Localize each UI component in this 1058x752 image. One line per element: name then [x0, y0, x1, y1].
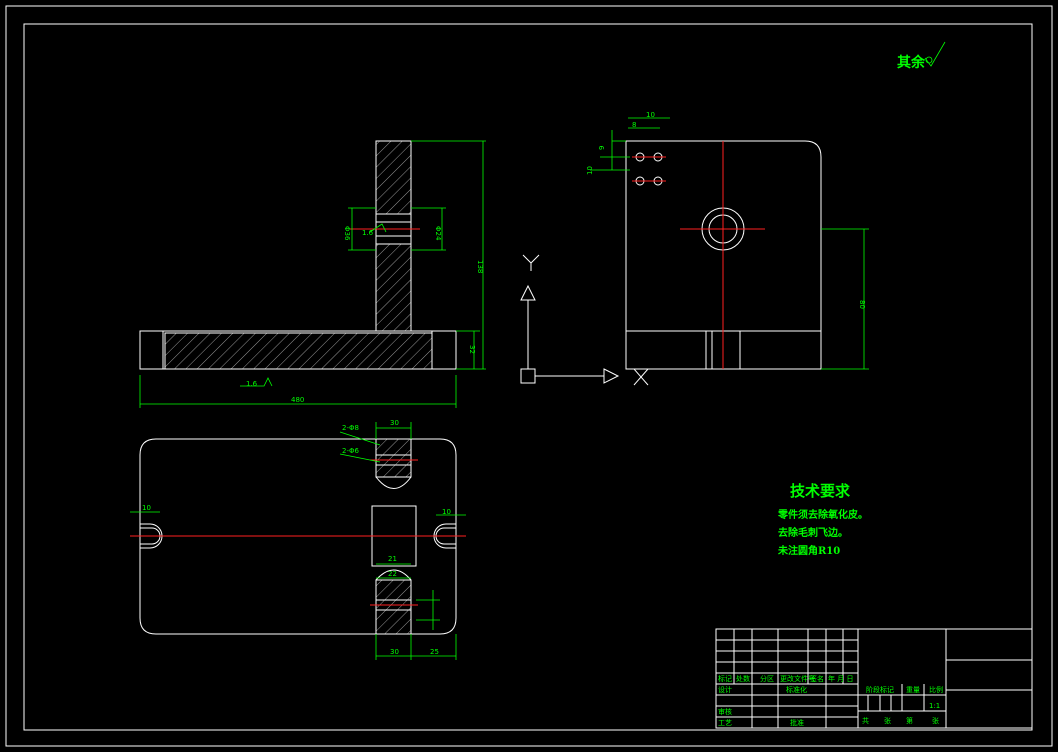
inner-border — [23, 23, 1033, 731]
top-dim-21: 21 — [388, 555, 397, 563]
tech-requirements-title: 技术要求 — [790, 482, 851, 500]
top-dim-bottom-left: 30 — [390, 648, 399, 656]
top-dim-left: 10 — [142, 504, 151, 512]
tech-requirement-item-1: 零件须去除氧化皮。 — [778, 510, 868, 521]
front-roughness: 1.6 — [362, 229, 374, 237]
side-dim-9: 9 — [598, 146, 606, 150]
tb-sheet-total: 共 — [862, 716, 869, 725]
tb-design: 设计 — [718, 685, 732, 694]
side-dim-height: 80 — [858, 300, 866, 309]
top-dim-22: 22 — [388, 570, 397, 578]
tb-sheet-label2: 张 — [932, 716, 939, 725]
tb-standardize: 标准化 — [786, 685, 807, 694]
tb-label-count: 处数 — [736, 674, 750, 683]
front-base-roughness: 1.6 — [246, 380, 258, 388]
tb-check: 审核 — [718, 707, 732, 716]
side-dim-10: 10 — [646, 111, 655, 119]
ucs-axis-icon — [520, 254, 649, 386]
front-dim-hole2: Φ24 — [434, 226, 442, 241]
roughness-note: 其余 — [897, 54, 926, 71]
tb-label-sign: 签名 — [810, 674, 824, 683]
tb-weight: 重量 — [906, 686, 920, 694]
front-dim-hole: Φ36 — [343, 226, 351, 241]
tech-requirement-item-3: 未注圆角R10 — [778, 546, 841, 557]
tb-scale: 比例 — [929, 685, 943, 694]
top-callout-2: 2-Φ6 — [342, 447, 359, 455]
tb-scale-value: 1:1 — [929, 702, 940, 710]
title-block — [715, 628, 1033, 729]
side-view — [590, 117, 869, 370]
tb-process: 工艺 — [718, 719, 732, 727]
tb-label-date: 年 月 日 — [828, 674, 853, 683]
front-view — [139, 140, 486, 408]
tb-label-change: 更改文件号 — [780, 674, 815, 683]
side-dim-8: 8 — [632, 121, 636, 129]
tb-approve: 批准 — [790, 718, 804, 727]
tech-requirement-item-2: 去除毛刺飞边。 — [778, 528, 848, 539]
top-dim-bottom-right: 25 — [430, 648, 439, 656]
top-callout-1: 2-Φ8 — [342, 424, 359, 432]
roughness-symbol-icon — [924, 41, 946, 67]
tb-label-mark: 标记 — [718, 674, 732, 683]
tb-sheet-label: 张 — [884, 716, 891, 725]
tb-stage-mark: 阶段标记 — [866, 685, 894, 694]
side-dim-10b: 10 — [586, 166, 594, 175]
tb-label-zone: 分区 — [760, 674, 774, 683]
front-dim-width: 480 — [291, 396, 304, 404]
top-view — [130, 422, 466, 660]
top-dim-top: 30 — [390, 419, 399, 427]
title-block-labels: 标记 处数 分区 更改文件号 签名 年 月 日 设计 标准化 审核 工艺 批准 … — [718, 674, 943, 727]
front-dim-base: 32 — [468, 345, 476, 354]
tb-sheet-num: 第 — [906, 716, 913, 725]
tech-requirements: 技术要求 零件须去除氧化皮。 去除毛刺飞边。 未注圆角R10 — [778, 480, 868, 561]
top-dim-right: 10 — [442, 508, 451, 516]
front-dim-height: 138 — [476, 260, 484, 273]
outer-border — [5, 5, 1053, 747]
